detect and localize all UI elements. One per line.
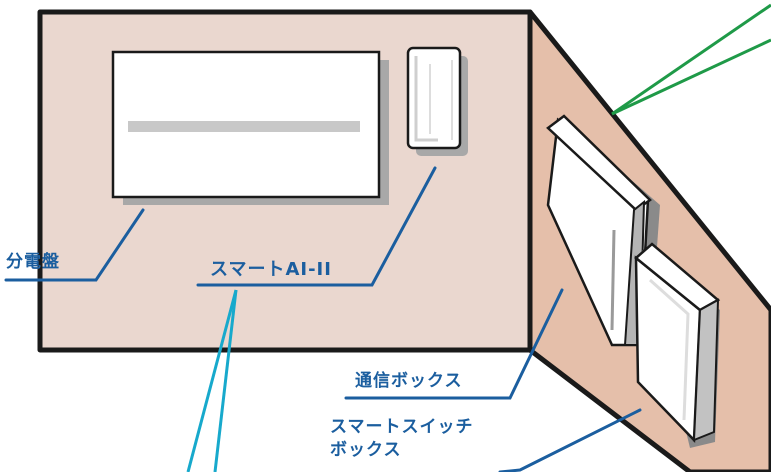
smart-switch-box — [634, 242, 721, 448]
label-smart-ai: スマートAI-II — [210, 259, 332, 280]
label-smart-switch-box-line2: ボックス — [330, 440, 402, 460]
distribution-panel — [111, 50, 389, 205]
leader-distribution-panel — [4, 208, 145, 282]
leader-lines — [4, 166, 642, 472]
label-smart-switch-box: スマートスイッチ ボックス — [330, 416, 474, 462]
label-comm-box: 通信ボックス — [355, 371, 463, 391]
leader-comm-box — [344, 288, 564, 400]
leader-switch-box — [498, 408, 642, 472]
green-cables — [611, 3, 771, 116]
label-smart-switch-box-line1: スマートスイッチ — [330, 417, 474, 437]
cyan-cables — [186, 289, 238, 472]
leader-smart-ai — [196, 166, 437, 287]
label-distribution-panel: 分電盤 — [6, 252, 60, 272]
smart-ai-device — [406, 46, 468, 156]
